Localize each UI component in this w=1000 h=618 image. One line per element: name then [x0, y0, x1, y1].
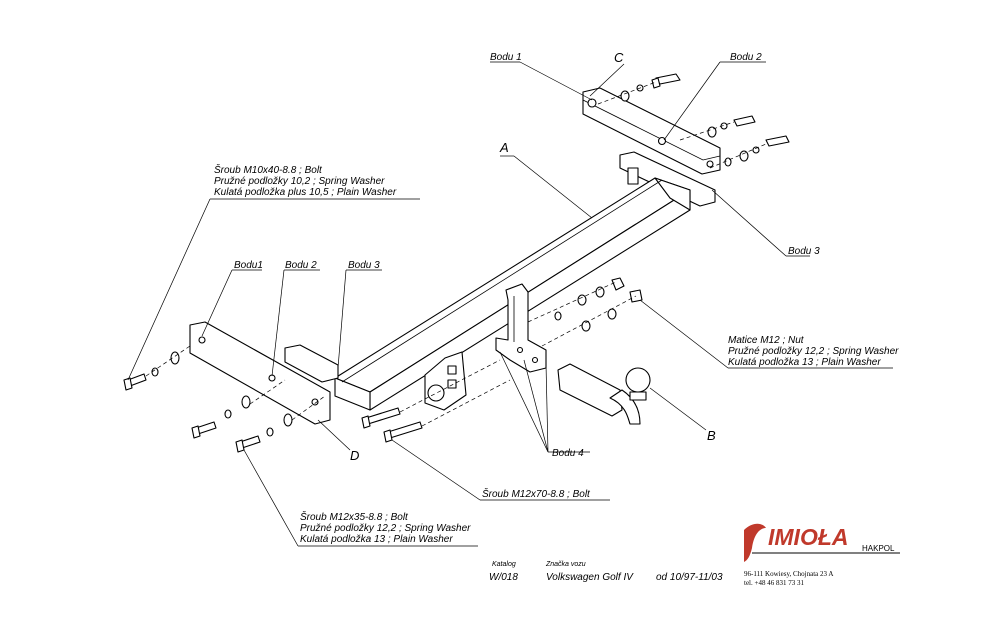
callout-m10-line2: Pružné podložky 10,2 ; Spring Washer [214, 176, 385, 187]
logo-sub: HAKPOL [862, 544, 895, 553]
callout-m12x35-line2: Pružné podložky 12,2 ; Spring Washer [300, 523, 471, 534]
hardware-left [123, 345, 326, 453]
logo-swoosh-icon [744, 523, 766, 562]
label-b: B [707, 428, 716, 443]
callout-nut-line1: Matice M12 ; Nut [728, 335, 805, 346]
callout-nut-line2: Pružné podložky 12,2 ; Spring Washer [728, 346, 899, 357]
logo-brand: IMIOŁA [768, 524, 849, 550]
socket-plate [424, 351, 467, 411]
callout-m12x35-line3: Kulatá podložka 13 ; Plain Washer [300, 534, 453, 545]
callout-m10-line3: Kulatá podložka plus 10,5 ; Plain Washer [214, 187, 397, 198]
tow-ball-b [557, 363, 651, 425]
logo-address: 96-111 Kowiesy, Chojnata 23 A [744, 570, 833, 578]
vehicle-period: od 10/97-11/03 [656, 572, 723, 583]
label-a: A [499, 140, 509, 155]
bracket-right-lower [619, 151, 716, 207]
bracket-c [582, 87, 721, 175]
callout-m12x70-bolt: Šroub M12x70-8.8 ; Bolt [482, 487, 591, 500]
label-bodu1-left: Bodu1 [234, 260, 263, 271]
center-mount [495, 283, 547, 373]
callout-m10-line1: Šroub M10x40-8.8 ; Bolt [214, 163, 323, 176]
znacka-label: Značka vozu [545, 561, 586, 568]
label-bodu2-top: Bodu 2 [730, 52, 762, 63]
label-bodu3-right: Bodu 3 [788, 246, 820, 257]
katalog-label: Katalog [492, 561, 516, 568]
label-c: C [614, 50, 624, 65]
callout-m12-nut: Matice M12 ; Nut Pružné podložky 12,2 ; … [728, 335, 899, 368]
vehicle-name: Volkswagen Golf IV [546, 572, 634, 583]
leader-lines [127, 61, 893, 547]
logo-phone: tel. +48 46 831 73 31 [744, 579, 804, 587]
label-bodu1-top: Bodu 1 [490, 52, 522, 63]
callout-m12x35-bolt: Šroub M12x35-8.8 ; Bolt Pružné podložky … [300, 510, 471, 545]
katalog-value: W/018 [489, 572, 518, 583]
label-d: D [350, 448, 359, 463]
label-bodu2-left: Bodu 2 [285, 260, 317, 271]
callout-nut-line3: Kulatá podložka 13 ; Plain Washer [728, 357, 881, 368]
label-bodu4: Bodu 4 [552, 448, 584, 459]
crossbar-a [334, 177, 691, 411]
bracket-d [189, 321, 339, 425]
hardware-right-nuts [527, 277, 643, 347]
hardware-top-right [597, 73, 790, 169]
label-bodu3-left: Bodu 3 [348, 260, 380, 271]
imiola-logo: IMIOŁA HAKPOL 96-111 Kowiesy, Chojnata 2… [740, 518, 905, 587]
callout-m10-bolt: Šroub M10x40-8.8 ; Bolt Pružné podložky … [214, 163, 397, 198]
title-block: Katalog W/018 Značka vozu Volkswagen Gol… [489, 561, 723, 583]
callout-m12x35-line1: Šroub M12x35-8.8 ; Bolt [300, 510, 409, 523]
bolts-m12x70 [361, 359, 511, 443]
